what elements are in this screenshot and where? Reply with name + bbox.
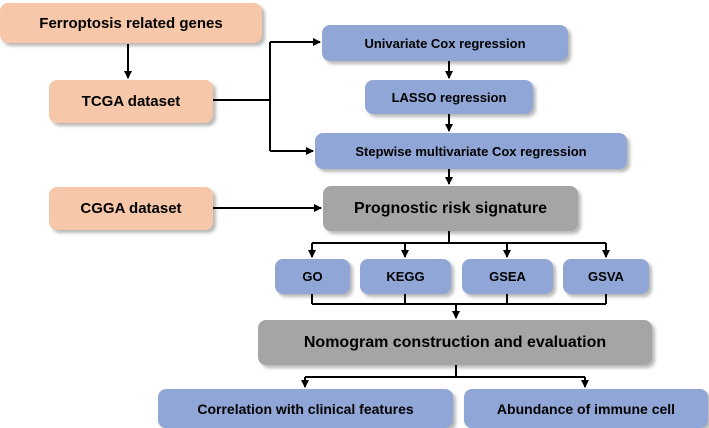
lasso-regression-box: LASSO regression — [365, 80, 533, 114]
cgga-dataset-box: CGGA dataset — [49, 187, 213, 230]
ferroptosis-genes-box: Ferroptosis related genes — [0, 3, 262, 43]
prognostic-signature-box: Prognostic risk signature — [323, 186, 578, 231]
go-box: GO — [275, 259, 350, 294]
immune-abundance-box: Abundance of immune cell — [464, 389, 708, 428]
stepwise-cox-box: Stepwise multivariate Cox regression — [315, 133, 627, 169]
gsea-box: GSEA — [462, 259, 553, 294]
gsva-box: GSVA — [563, 259, 649, 294]
tcga-dataset-box: TCGA dataset — [49, 80, 213, 123]
clinical-correlation-box: Correlation with clinical features — [158, 389, 453, 428]
nomogram-box: Nomogram construction and evaluation — [258, 320, 652, 365]
kegg-box: KEGG — [360, 259, 451, 294]
univariate-cox-box: Univariate Cox regression — [322, 25, 568, 61]
